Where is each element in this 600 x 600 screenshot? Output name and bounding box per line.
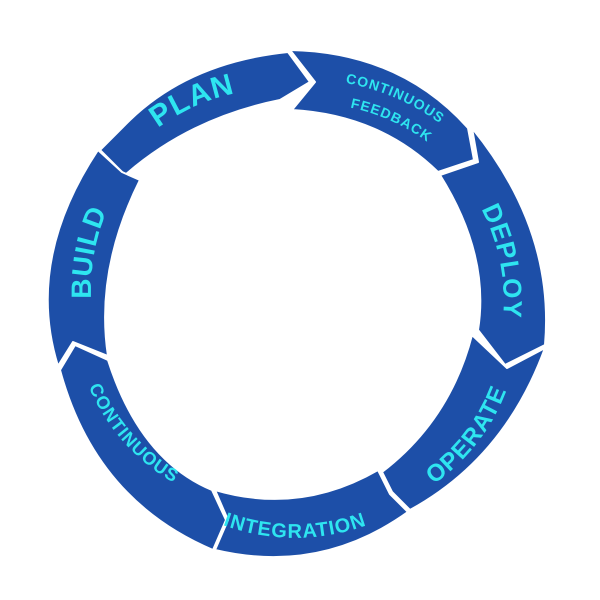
segment-continuous [59, 344, 227, 551]
segment-plan [99, 51, 311, 176]
segment-deploy [439, 127, 548, 366]
segment-integration [214, 469, 409, 559]
segment-operate [381, 334, 546, 511]
ring-segments [46, 49, 548, 559]
segment-build [46, 149, 141, 367]
segment-continuous-feedback [289, 49, 475, 173]
